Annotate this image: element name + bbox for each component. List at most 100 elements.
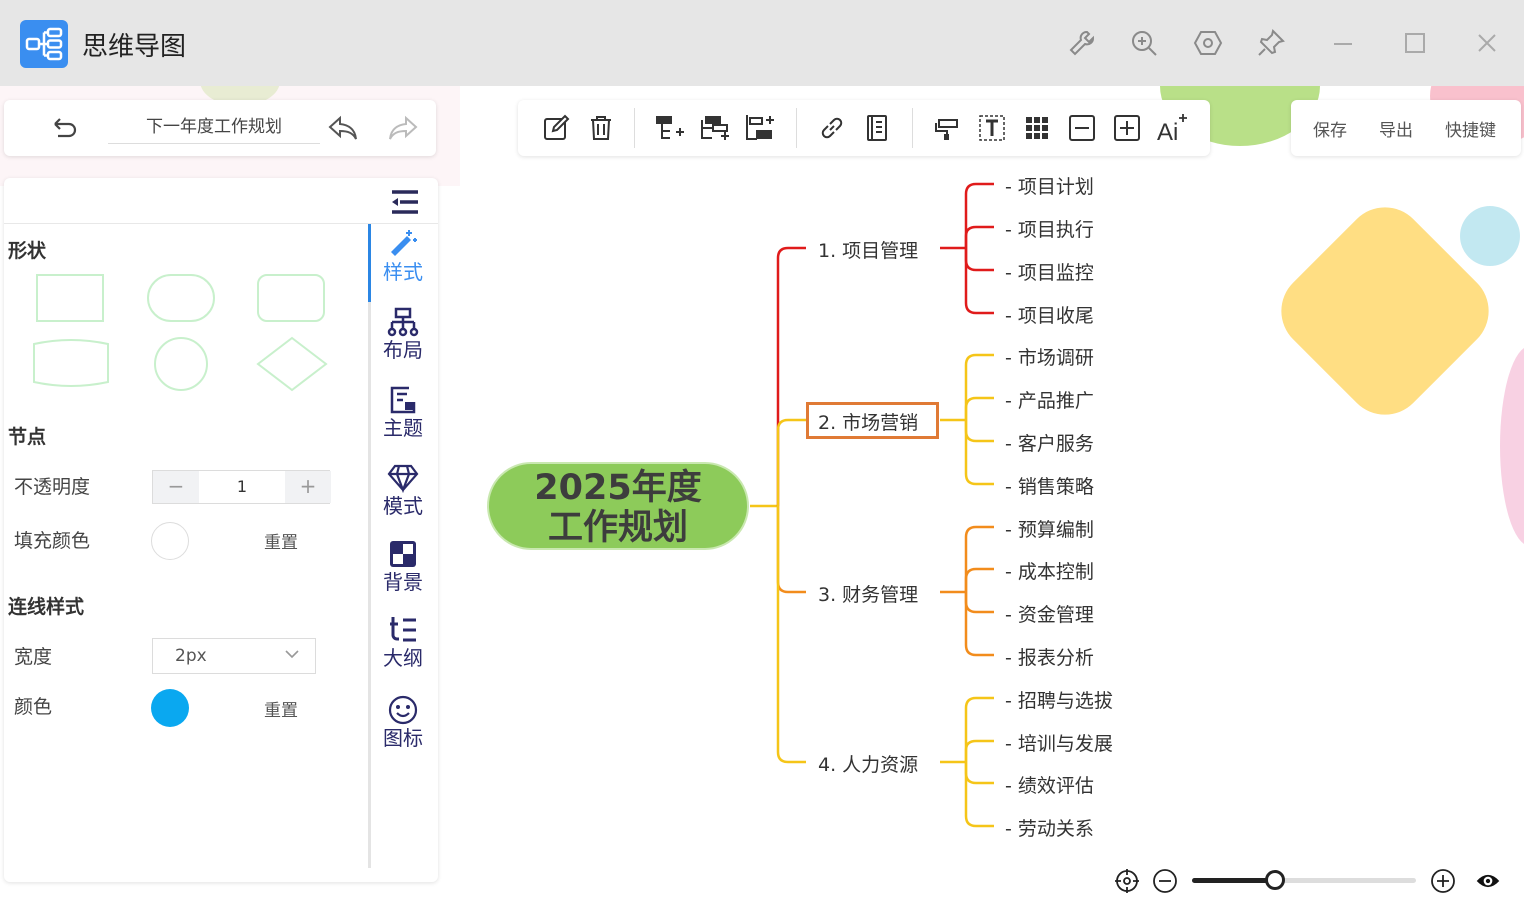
shape-diamond[interactable] — [256, 336, 328, 392]
shape-wave-rect[interactable] — [32, 338, 110, 388]
tab-theme[interactable]: 主题 — [374, 384, 432, 440]
shape-capsule[interactable] — [147, 274, 215, 322]
locate-icon[interactable] — [1114, 868, 1140, 894]
leaf-node[interactable]: - 市场调研 — [1005, 347, 1094, 369]
close-icon[interactable] — [1472, 28, 1502, 58]
link-icon[interactable] — [816, 112, 848, 144]
zoom-in-icon[interactable] — [1129, 28, 1159, 58]
line-section-title: 连线样式 — [8, 596, 85, 618]
minimize-icon[interactable] — [1328, 28, 1358, 58]
maximize-icon[interactable] — [1400, 28, 1430, 58]
zoom-slider-fill — [1192, 878, 1275, 883]
tab-icons[interactable]: 图标 — [374, 694, 432, 750]
document-card: 下一年度工作规划 — [4, 100, 436, 156]
redo-icon[interactable] — [386, 112, 420, 144]
decor-shape — [1460, 206, 1520, 266]
branch-node-hr[interactable]: 4. 人力资源 — [818, 754, 919, 776]
line-color-swatch[interactable] — [151, 689, 189, 727]
title-bar: 思维导图 — [0, 0, 1524, 86]
undo-icon[interactable] — [326, 112, 360, 144]
leaf-node[interactable]: - 项目收尾 — [1005, 305, 1094, 327]
edit-icon[interactable] — [540, 112, 572, 144]
eye-icon[interactable] — [1475, 868, 1505, 894]
fill-reset-button[interactable]: 重置 — [264, 533, 298, 553]
tab-background[interactable]: 背景 — [374, 538, 432, 594]
collapse-minus-icon[interactable] — [1066, 112, 1098, 144]
tab-layout-label: 布局 — [383, 338, 423, 362]
save-button[interactable]: 保存 — [1313, 121, 1347, 141]
leaf-node[interactable]: - 招聘与选拔 — [1005, 690, 1113, 712]
leaf-node[interactable]: - 产品推广 — [1005, 390, 1094, 412]
opacity-increase-button[interactable]: + — [285, 471, 331, 503]
shortcuts-button[interactable]: 快捷键 — [1445, 121, 1496, 141]
leaf-node[interactable]: - 销售策略 — [1005, 476, 1094, 498]
root-node[interactable]: 2025年度 工作规划 — [487, 462, 749, 550]
opacity-label: 不透明度 — [14, 476, 91, 498]
zoom-slider-handle[interactable] — [1264, 870, 1285, 890]
diamond-icon — [387, 464, 419, 494]
shape-section-title: 形状 — [8, 240, 47, 262]
leaf-node[interactable]: - 资金管理 — [1005, 604, 1094, 626]
wrench-icon[interactable] — [1067, 28, 1097, 58]
branch-node-finance[interactable]: 3. 财务管理 — [818, 584, 919, 606]
tab-mode-label: 模式 — [383, 494, 423, 518]
settings-hex-icon[interactable] — [1193, 28, 1223, 58]
zoom-slider[interactable] — [1192, 870, 1416, 890]
pin-icon[interactable] — [1256, 28, 1286, 58]
tab-outline[interactable]: 大纲 — [374, 614, 432, 670]
fill-color-swatch[interactable] — [151, 522, 189, 560]
grid-icon[interactable] — [1021, 112, 1053, 144]
leaf-node[interactable]: - 报表分析 — [1005, 647, 1094, 669]
back-icon[interactable] — [46, 112, 80, 144]
ai-icon[interactable]: Ai — [1156, 112, 1188, 146]
tab-outline-label: 大纲 — [383, 646, 423, 670]
add-parent-icon[interactable] — [744, 112, 776, 144]
add-sibling-icon[interactable] — [699, 112, 731, 144]
shape-circle[interactable] — [154, 337, 208, 391]
line-reset-button[interactable]: 重置 — [264, 701, 298, 721]
leaf-node[interactable]: - 劳动关系 — [1005, 818, 1094, 840]
tab-layout[interactable]: 布局 — [374, 306, 432, 362]
leaf-node[interactable]: - 绩效评估 — [1005, 775, 1094, 797]
leaf-node[interactable]: - 成本控制 — [1005, 561, 1094, 583]
root-node-line1: 2025年度 — [534, 468, 702, 508]
line-width-value: 2px — [175, 646, 207, 666]
export-button[interactable]: 导出 — [1379, 121, 1413, 141]
active-tab-indicator — [368, 224, 371, 302]
shape-rounded-rect[interactable] — [257, 274, 325, 322]
smiley-icon — [388, 695, 418, 725]
leaf-node[interactable]: - 项目计划 — [1005, 176, 1094, 198]
panel-header — [4, 178, 438, 224]
main-toolbar: Ai — [518, 100, 1210, 156]
leaf-node[interactable]: - 客户服务 — [1005, 433, 1094, 455]
leaf-node[interactable]: - 项目执行 — [1005, 219, 1094, 241]
add-child-icon[interactable] — [654, 112, 686, 144]
delete-icon[interactable] — [585, 112, 617, 144]
tab-style[interactable]: 样式 — [374, 228, 432, 284]
selected-node-outline — [806, 402, 939, 439]
leaf-node[interactable]: - 项目监控 — [1005, 262, 1094, 284]
format-painter-icon[interactable] — [931, 112, 963, 144]
text-icon[interactable] — [976, 112, 1008, 144]
app-title: 思维导图 — [82, 32, 187, 62]
shape-rectangle[interactable] — [36, 274, 104, 322]
leaf-node[interactable]: - 预算编制 — [1005, 519, 1094, 541]
layout-tree-icon — [387, 307, 419, 337]
collapse-panel-icon[interactable] — [388, 188, 422, 216]
opacity-decrease-button[interactable]: − — [153, 471, 199, 503]
chevron-down-icon — [285, 650, 299, 659]
document-title[interactable]: 下一年度工作规划 — [108, 114, 320, 144]
leaf-node[interactable]: - 培训与发展 — [1005, 733, 1113, 755]
zoom-in-plus-icon[interactable] — [1430, 868, 1456, 894]
line-color-label: 颜色 — [14, 696, 53, 718]
opacity-value-input[interactable]: 1 — [236, 477, 248, 496]
tab-style-label: 样式 — [383, 260, 423, 284]
branch-node-marketing[interactable]: 2. 市场营销 — [818, 412, 919, 434]
expand-plus-icon[interactable] — [1111, 112, 1143, 144]
branch-node-project[interactable]: 1. 项目管理 — [818, 240, 919, 262]
line-width-select[interactable]: 2px — [152, 638, 316, 674]
note-icon[interactable] — [861, 112, 893, 144]
zoom-out-icon[interactable] — [1152, 868, 1178, 894]
tab-mode[interactable]: 模式 — [374, 462, 432, 518]
